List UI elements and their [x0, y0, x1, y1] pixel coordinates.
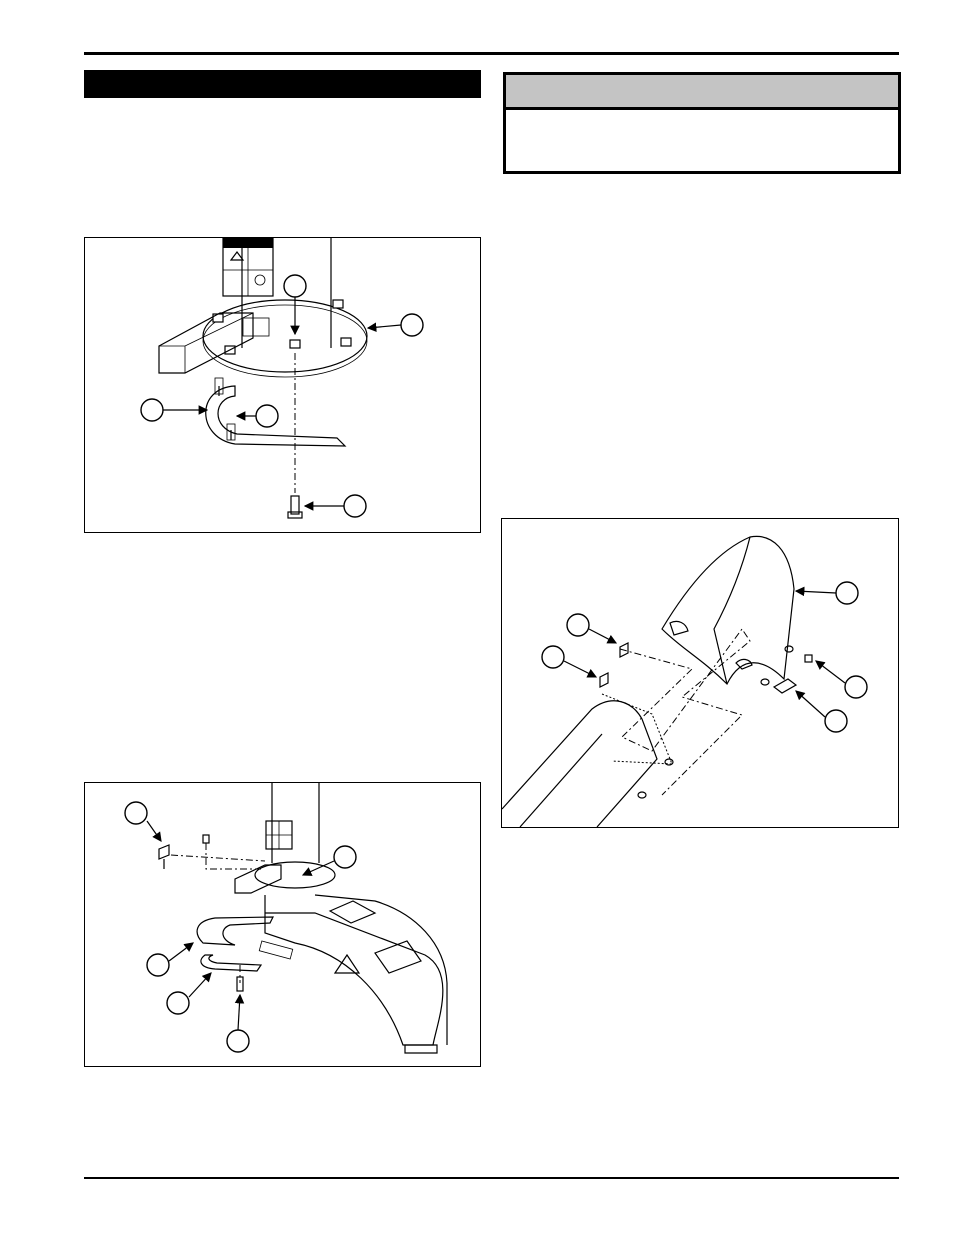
- retaining-ring-half: [205, 385, 347, 447]
- square-tube-arm: [234, 864, 282, 894]
- flange-plate: [254, 861, 336, 889]
- callout-3: [146, 942, 194, 977]
- retaining-ring-half: [196, 916, 274, 946]
- spout-hood: [661, 535, 795, 686]
- callout-2: [301, 845, 357, 876]
- callout-1: [566, 613, 618, 644]
- lower-chute: [502, 700, 658, 827]
- callout-5: [795, 690, 848, 733]
- carriage-bolt: [599, 672, 609, 688]
- tube-outline: [271, 783, 320, 863]
- warning-triangle-icon: [333, 953, 361, 974]
- lock-nut: [804, 654, 813, 663]
- header-rule: [84, 52, 899, 55]
- notice-box: [503, 72, 901, 174]
- callout-2: [366, 313, 424, 337]
- flat-washer: [664, 758, 674, 766]
- tube-outline: [241, 238, 332, 348]
- flange-plate: [202, 299, 368, 373]
- lock-nut: [202, 834, 210, 844]
- carriage-bolt: [619, 642, 629, 658]
- footer-rule: [84, 1177, 899, 1179]
- hex-bolt: [236, 976, 244, 992]
- section-heading-bar: [84, 70, 481, 98]
- callout-5: [226, 993, 250, 1053]
- wing-nut: [772, 678, 798, 694]
- flat-washer: [784, 645, 794, 653]
- callout-1: [124, 801, 162, 842]
- callout-2: [541, 645, 598, 678]
- flat-washer: [760, 678, 770, 686]
- callout-4: [815, 660, 868, 699]
- callout-4: [166, 972, 212, 1015]
- hex-bolt: [290, 495, 300, 515]
- square-tube-arm: [158, 312, 254, 374]
- callout-3: [140, 398, 209, 422]
- callout-1: [283, 274, 307, 336]
- notice-box-header: [506, 75, 898, 110]
- callout-3: [794, 581, 859, 605]
- callout-4: [235, 404, 279, 428]
- spout-housing: [264, 895, 444, 1046]
- flat-washer: [637, 791, 647, 799]
- clevis-pin: [158, 844, 170, 860]
- figure-tube-flange-assembly: [84, 237, 481, 533]
- mount-foot: [404, 1044, 438, 1054]
- callout-5: [303, 494, 367, 518]
- figure-spout-hood-assembly: [501, 518, 899, 828]
- figure-spout-base-assembly: [84, 782, 481, 1067]
